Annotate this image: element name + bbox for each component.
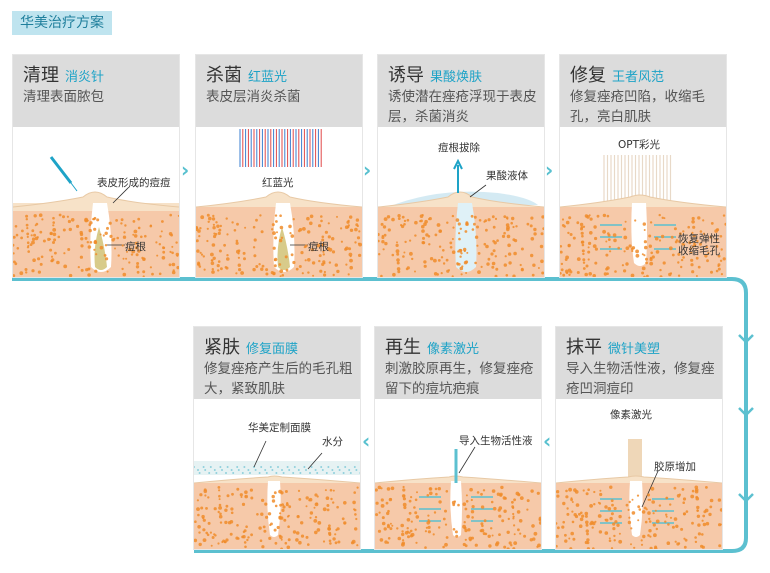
arrow-right-icon: › <box>545 158 554 182</box>
step-subtitle: 果酸焕肤 <box>430 70 483 85</box>
label-water: 水分 <box>322 436 343 448</box>
step-header: 诱导果酸焕肤 诱使潜在痤疮浮现于表皮层，杀菌消炎 <box>378 55 544 127</box>
step-header: 清理消炎针 清理表面脓包 <box>13 55 179 127</box>
label-root: 痘根 <box>125 241 146 253</box>
step-card-regenerate: 再生像素激光 刺激胶原再生，修复痤疮留下的痘坑疤痕 导入生物活性液 <box>375 327 541 549</box>
skin-illustration <box>194 440 360 549</box>
label-pixel-laser: 像素激光 <box>610 409 652 421</box>
label-pore: 收缩毛孔 <box>678 245 720 257</box>
step-header: 杀菌红蓝光 表皮层消炎杀菌 <box>196 55 362 127</box>
label-elastic: 恢复弹性 <box>678 233 720 245</box>
step-description: 清理表面脓包 <box>23 89 104 105</box>
step-name: 紧肤 <box>204 337 240 358</box>
skin-illustration <box>196 129 362 277</box>
label-mask: 华美定制面膜 <box>248 422 311 434</box>
step-header: 紧肤修复面膜 修复痤疮产生后的毛孔粗大，紧致肌肤 <box>194 327 360 399</box>
step-name: 杀菌 <box>206 65 242 86</box>
skin-illustration <box>375 446 541 549</box>
label-acid: 果酸液体 <box>486 170 528 182</box>
step-description: 导入生物活性液，修复痤疮凹洞痘印 <box>566 361 715 397</box>
step-card-sterilize: 杀菌红蓝光 表皮层消炎杀菌 红蓝光 痘根 <box>196 55 362 277</box>
page-title: 华美治疗方案 <box>12 11 112 35</box>
step-header: 再生像素激光 刺激胶原再生，修复痤疮留下的痘坑疤痕 <box>375 327 541 399</box>
skin-illustration <box>13 156 179 277</box>
step-subtitle: 修复面膜 <box>246 342 299 357</box>
label-pimple: 表皮形成的痘痘 <box>97 177 171 189</box>
skin-illustration <box>378 158 544 277</box>
step-subtitle: 微针美塑 <box>608 342 661 357</box>
step-card-repair: 修复王者风范 修复痤疮凹陷，收缩毛孔，亮白肌肤 OPT彩光 恢复弹性 收缩毛孔 <box>560 55 726 277</box>
step-subtitle: 红蓝光 <box>248 70 288 85</box>
skin-illustration <box>560 155 726 277</box>
step-description: 表皮层消炎杀菌 <box>206 89 301 105</box>
arrow-right-icon: › <box>181 158 190 182</box>
step-card-clean: 清理消炎针 清理表面脓包 表皮形成的痘痘 痘根 <box>13 55 179 277</box>
label-root: 痘根 <box>308 241 329 253</box>
label-opt: OPT彩光 <box>618 139 661 151</box>
step-name: 修复 <box>570 65 606 86</box>
label-collagen: 胶原增加 <box>654 461 696 473</box>
step-subtitle: 王者风范 <box>612 70 665 85</box>
step-description: 修复痤疮产生后的毛孔粗大，紧致肌肤 <box>204 361 353 397</box>
arrow-left-icon: ‹ <box>362 429 371 453</box>
step-card-induce: 诱导果酸焕肤 诱使潜在痤疮浮现于表皮层，杀菌消炎 痘根拔除 果酸液体 <box>378 55 544 277</box>
label-light: 红蓝光 <box>262 177 294 189</box>
step-name: 清理 <box>23 65 59 86</box>
step-description: 修复痤疮凹陷，收缩毛孔，亮白肌肤 <box>570 89 705 125</box>
arrow-right-icon: › <box>363 158 372 182</box>
step-card-smooth: 抹平微针美塑 导入生物活性液，修复痤疮凹洞痘印 像素激光 胶原增加 <box>556 327 722 549</box>
step-name: 诱导 <box>388 65 424 86</box>
arrow-left-icon: ‹ <box>543 429 552 453</box>
label-liquid: 导入生物活性液 <box>459 435 533 447</box>
step-name: 再生 <box>385 337 421 358</box>
step-header: 修复王者风范 修复痤疮凹陷，收缩毛孔，亮白肌肤 <box>560 55 726 127</box>
step-description: 刺激胶原再生，修复痤疮留下的痘坑疤痕 <box>385 361 534 397</box>
step-subtitle: 消炎针 <box>65 70 105 85</box>
step-card-tighten: 紧肤修复面膜 修复痤疮产生后的毛孔粗大，紧致肌肤 华美定制面膜 水分 <box>194 327 360 549</box>
label-root-removed: 痘根拔除 <box>438 142 480 154</box>
step-subtitle: 像素激光 <box>427 342 480 357</box>
skin-illustration <box>556 439 722 549</box>
step-name: 抹平 <box>566 337 602 358</box>
step-description: 诱使潜在痤疮浮现于表皮层，杀菌消炎 <box>388 89 537 125</box>
step-header: 抹平微针美塑 导入生物活性液，修复痤疮凹洞痘印 <box>556 327 722 399</box>
